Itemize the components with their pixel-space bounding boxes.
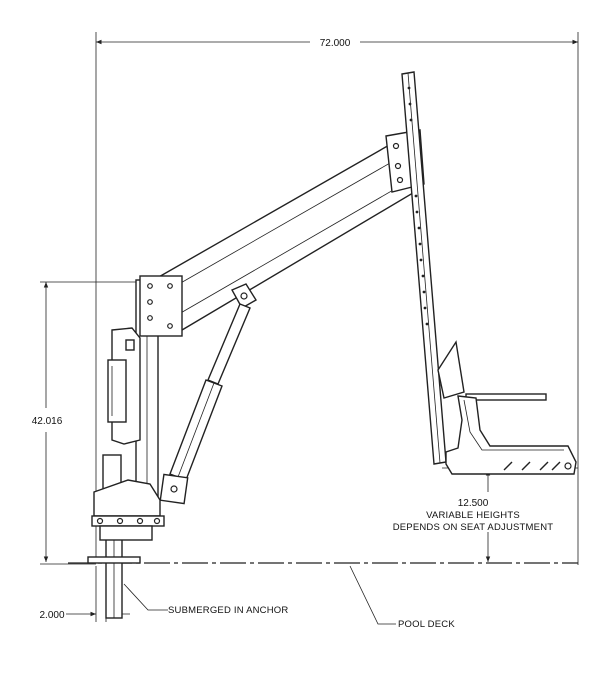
anchor-depth-label: 2.000 <box>39 610 64 621</box>
dimension-overall-height: 42.016 <box>32 282 63 562</box>
anchor-leader: SUBMERGED IN ANCHOR <box>123 583 288 616</box>
control-box <box>107 327 141 445</box>
overall-width-label: 72.000 <box>320 38 351 49</box>
dimension-overall-width: 72.000 <box>96 38 578 49</box>
boom-arm <box>139 129 425 337</box>
anchor-note: SUBMERGED IN ANCHOR <box>168 605 288 616</box>
overall-height-label: 42.016 <box>32 416 63 427</box>
deck-leader: POOL DECK <box>349 565 455 630</box>
seat-note-line1: VARIABLE HEIGHTS <box>426 510 520 521</box>
lift-mast <box>91 279 165 541</box>
seat-height-label: 12.500 <box>458 498 489 509</box>
seat-post <box>401 71 447 465</box>
actuator <box>159 283 257 505</box>
pool-deck-note: POOL DECK <box>398 619 455 630</box>
lift-seat <box>437 340 577 475</box>
anchor-sleeve <box>87 537 141 619</box>
seat-note-line2: DEPENDS ON SEAT ADJUSTMENT <box>393 522 554 533</box>
dimension-seat-height: 12.500 VARIABLE HEIGHTS DEPENDS ON SEAT … <box>393 467 578 562</box>
